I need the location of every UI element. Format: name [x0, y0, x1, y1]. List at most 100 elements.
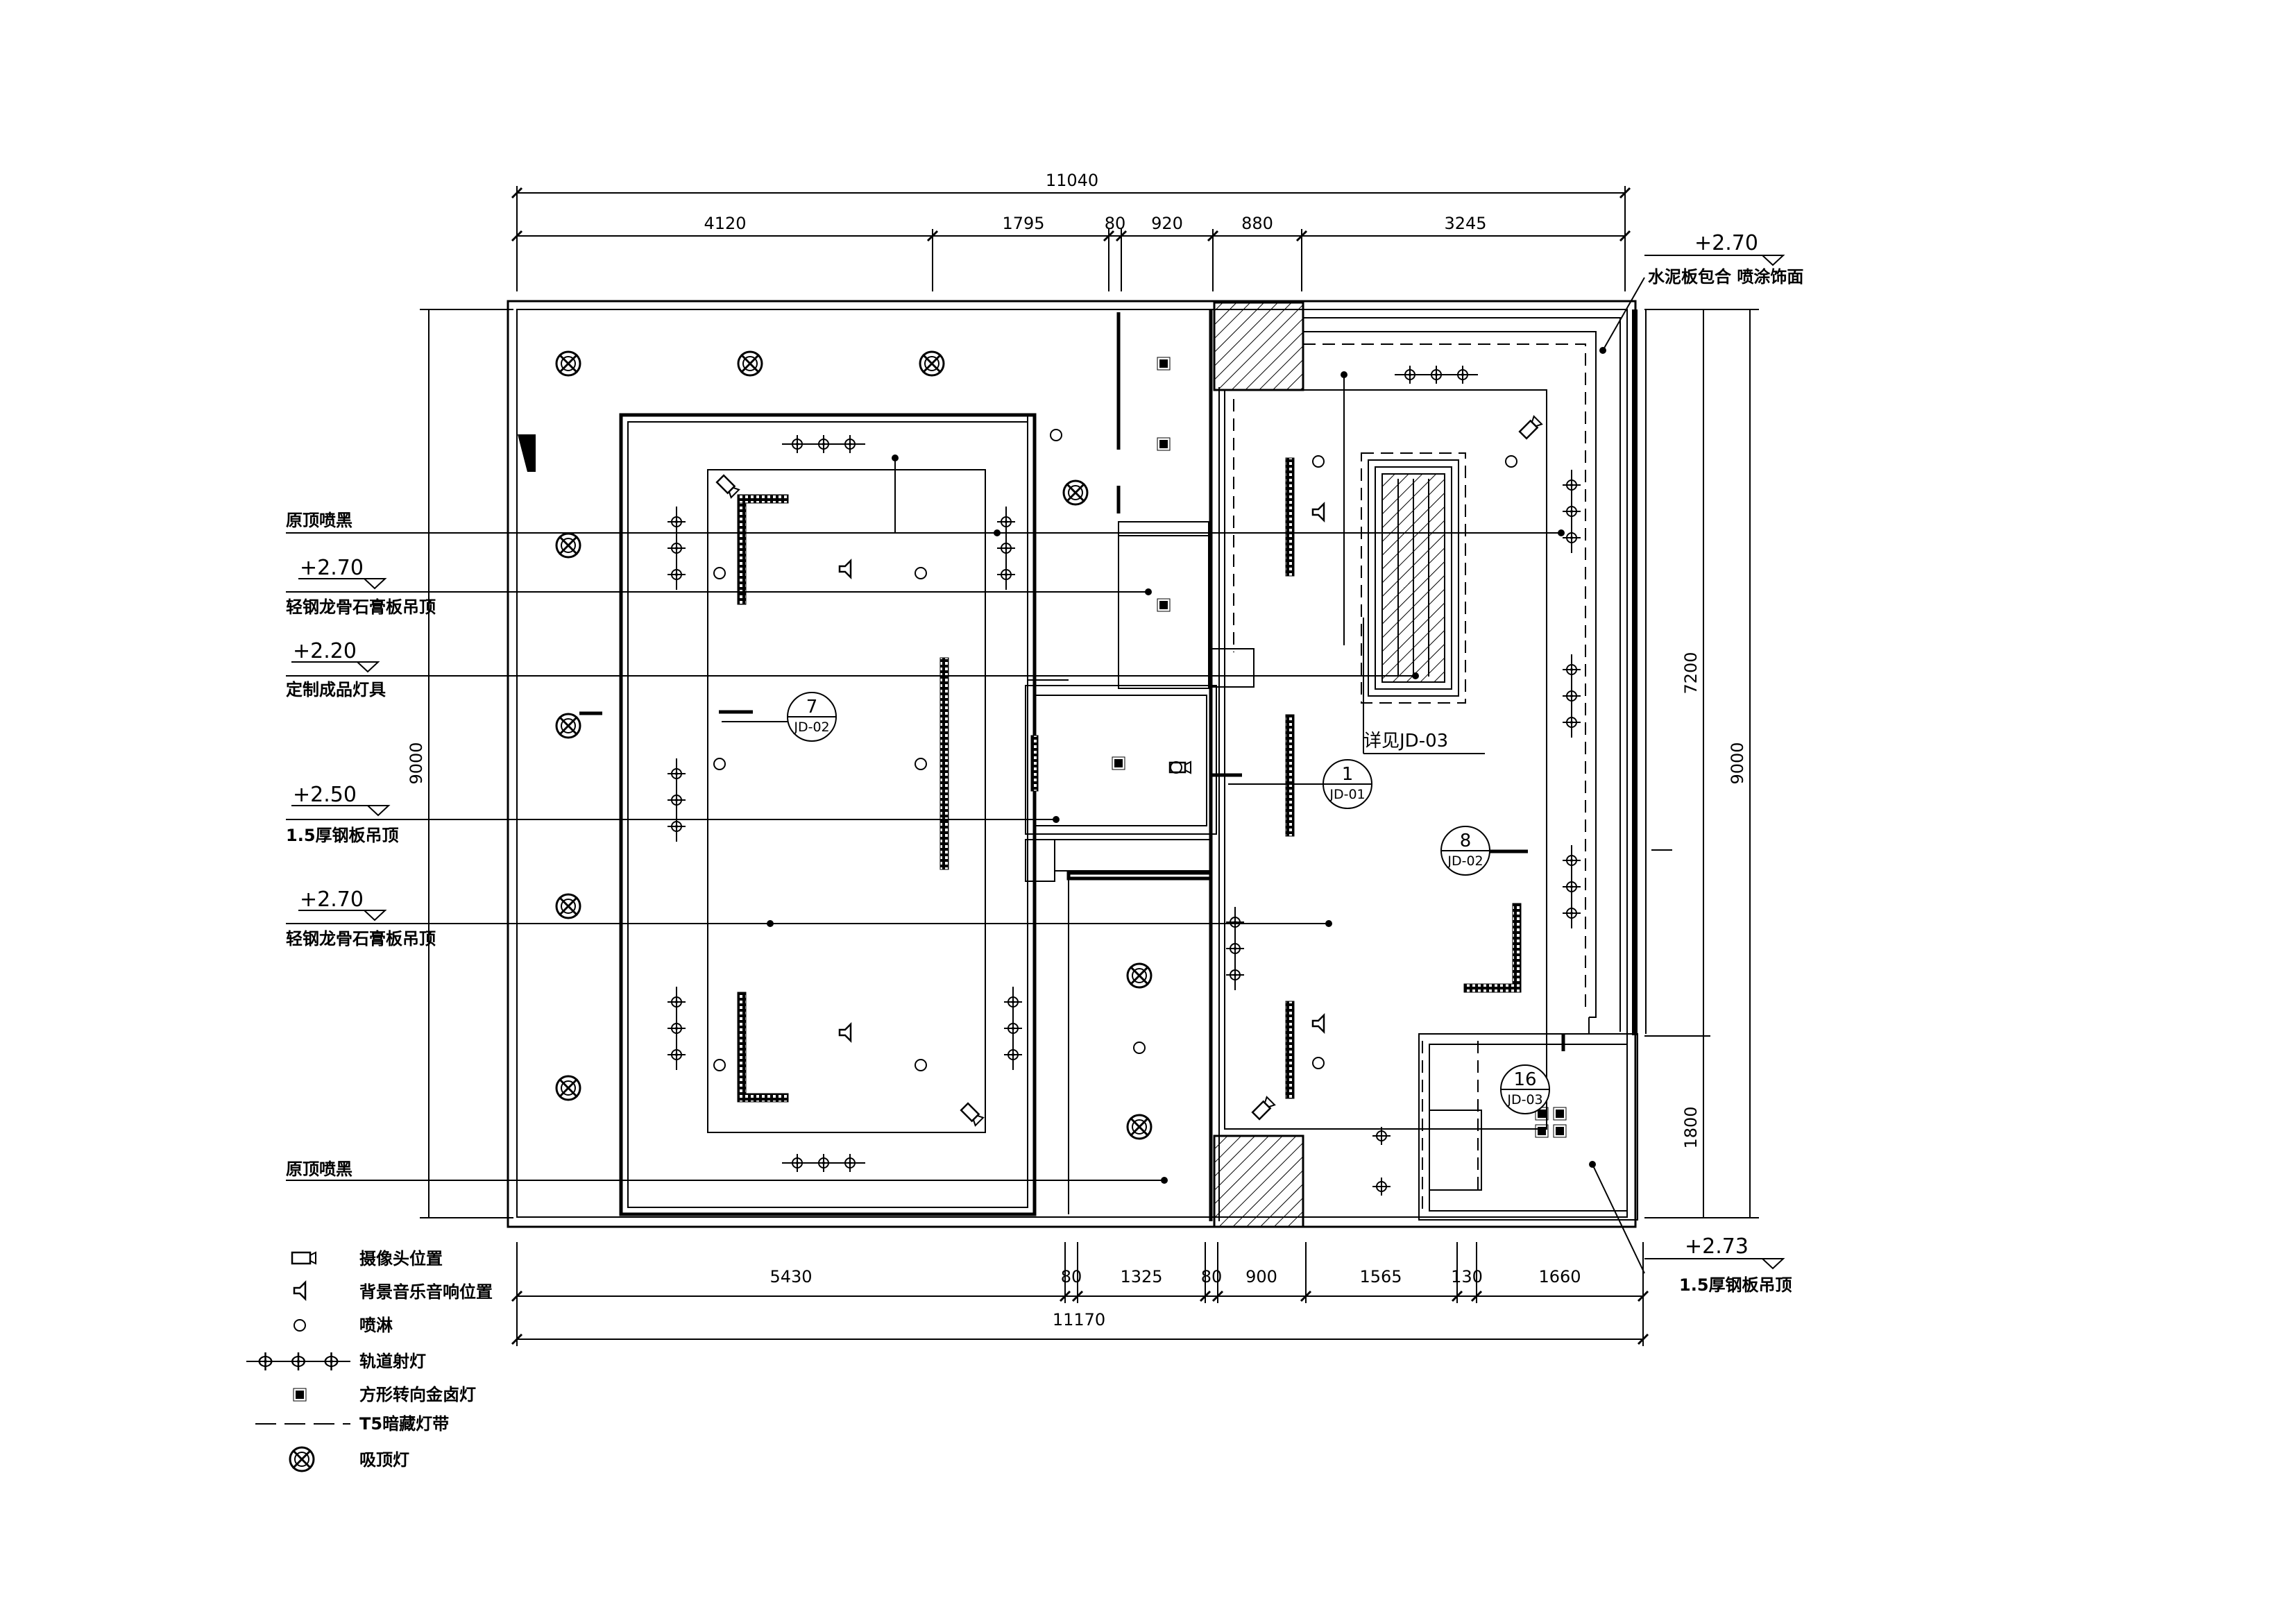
- square-downlight-icon: [1157, 357, 1171, 371]
- dim-top-total: 11040: [1046, 171, 1098, 190]
- dim-right-upper: 7200: [1681, 652, 1701, 694]
- callout-text: 轻钢龙骨石膏板吊顶: [286, 929, 436, 949]
- dim-top-seg: 880: [1241, 214, 1273, 233]
- top-dimension-chain: 11040 4120 1795 80 920 880 3245: [511, 171, 1631, 291]
- legend-item: 方形转向金卤灯: [293, 1385, 476, 1404]
- sprinkler-icon: [1312, 1057, 1325, 1069]
- sprinkler-icon: [1170, 761, 1182, 774]
- sprinkler-icon: [1133, 1042, 1146, 1054]
- camera-icon: [960, 1102, 985, 1127]
- square-downlight-icon: [1157, 598, 1171, 612]
- square-downlight-icon: [1553, 1107, 1567, 1121]
- dim-bottom-seg: 1565: [1359, 1267, 1402, 1286]
- legend-item: T5暗藏灯带: [255, 1414, 449, 1434]
- track-spotlight-icon: [1562, 469, 1581, 554]
- camera-icon: [1518, 415, 1543, 440]
- sprinkler-icon: [713, 567, 726, 579]
- dim-bottom-total: 11170: [1053, 1310, 1105, 1329]
- dim-top-seg: 920: [1151, 214, 1183, 233]
- sprinkler-icon: [915, 758, 927, 770]
- detail-tag: 16 JD-03: [1500, 1064, 1550, 1114]
- detail-tag: 8 JD-02: [1440, 826, 1490, 876]
- callout-level: +2.20: [293, 639, 357, 663]
- dim-left-height: 9000: [407, 742, 426, 784]
- legend-label: 轨道射灯: [359, 1352, 426, 1371]
- legend-label: 喷淋: [359, 1316, 393, 1335]
- dim-bottom-seg: 1660: [1538, 1267, 1581, 1286]
- sprinkler-icon: [713, 758, 726, 770]
- callout-text: 水泥板包合 喷涂饰面: [1648, 267, 1803, 287]
- track-spotlight-icon: [1003, 986, 1023, 1071]
- legend: 摄像头位置 背景音乐音响位置 喷淋 轨道射灯 方形转向金卤灯 T5暗藏灯带 吸顶…: [245, 1249, 493, 1472]
- track-spotlight-icon: [996, 506, 1016, 590]
- central-partitions: [1025, 309, 1255, 1221]
- left-hall-ceiling: [619, 413, 1069, 1216]
- dim-top-seg: 4120: [704, 214, 746, 233]
- track-spotlight-icon: [245, 1351, 352, 1372]
- ceiling-lamp-icon: [555, 713, 581, 739]
- callout-level: +2.70: [300, 556, 364, 580]
- speaker-icon: [1311, 502, 1325, 522]
- left-callouts: 原顶喷黑 +2.70 轻钢龙骨石膏板吊顶 +2.20 定制成品灯具 +2.50 …: [286, 511, 436, 1179]
- legend-item: 摄像头位置: [291, 1249, 443, 1268]
- track-spotlight-icon: [667, 986, 686, 1071]
- light-bars: [579, 457, 1565, 1103]
- ceiling-lamp-icon: [555, 350, 581, 377]
- right-area-ceiling: 详见JD-03: [1213, 301, 1672, 1228]
- speaker-icon: [838, 559, 852, 579]
- dim-bottom-seg: 130: [1451, 1267, 1483, 1286]
- legend-label: 背景音乐音响位置: [359, 1282, 493, 1302]
- track-spotlights: [667, 365, 1581, 1196]
- track-spotlight-icon: [667, 758, 686, 842]
- svg-text:8: 8: [1460, 831, 1472, 851]
- legend-item: 背景音乐音响位置: [293, 1281, 493, 1302]
- ceiling-lamp-icon: [1062, 479, 1089, 506]
- track-spotlight-icon: [1372, 1127, 1391, 1196]
- speaker-icon: [1311, 1014, 1325, 1033]
- track-spotlight-icon: [667, 506, 686, 590]
- detail-tag: 7 JD-02: [722, 692, 837, 742]
- dim-bottom-seg: 80: [1201, 1267, 1223, 1286]
- dim-top-seg: 3245: [1444, 214, 1486, 233]
- callout-level: +2.70: [1694, 231, 1758, 255]
- dim-bottom-seg: 900: [1245, 1267, 1277, 1286]
- camera-icon: [1251, 1096, 1276, 1121]
- legend-label: 吸顶灯: [359, 1450, 409, 1470]
- dim-bottom-seg: 80: [1061, 1267, 1082, 1286]
- ceiling-lamp-icon: [737, 350, 763, 377]
- callout-text: 1.5厚钢板吊顶: [1679, 1275, 1792, 1295]
- callout-level: +2.70: [300, 887, 364, 912]
- callout-text: 1.5厚钢板吊顶: [286, 826, 399, 845]
- square-downlight-icon: [1157, 437, 1171, 451]
- square-downlight-icon: [1112, 756, 1125, 770]
- callout-level: +2.50: [293, 783, 357, 807]
- svg-text:JD-03: JD-03: [1506, 1092, 1542, 1107]
- svg-text:7: 7: [806, 697, 818, 717]
- svg-text:16: 16: [1513, 1069, 1536, 1090]
- ceiling-lamp-icon: [919, 350, 945, 377]
- sprinkler-icon: [915, 567, 927, 579]
- svg-text:JD-01: JD-01: [1329, 787, 1365, 802]
- legend-label: T5暗藏灯带: [359, 1414, 449, 1434]
- track-spotlight-icon: [781, 434, 866, 454]
- legend-item: 吸顶灯: [289, 1446, 409, 1472]
- svg-text:JD-02: JD-02: [793, 720, 829, 735]
- leader-lines: [286, 277, 1645, 1274]
- track-spotlight-icon: [1562, 844, 1581, 929]
- dim-right-lower: 1800: [1681, 1106, 1701, 1148]
- ceiling-lamp-icon: [555, 893, 581, 919]
- dim-right-height: 9000: [1728, 742, 1747, 784]
- speaker-icon: [293, 1281, 307, 1300]
- callout-text: 原顶喷黑: [286, 511, 352, 530]
- dim-bottom-seg: 1325: [1120, 1267, 1162, 1286]
- detail-note: 详见JD-03: [1363, 731, 1448, 751]
- camera-icon: [291, 1251, 316, 1265]
- sprinkler-icon: [1312, 455, 1325, 468]
- sprinkler-icon: [1505, 455, 1517, 468]
- camera-icon: [715, 474, 740, 499]
- ceiling-lamp-icon: [289, 1446, 315, 1472]
- track-spotlight-icon: [1394, 365, 1479, 384]
- dim-top-seg: 1795: [1002, 214, 1044, 233]
- legend-label: 方形转向金卤灯: [359, 1385, 476, 1404]
